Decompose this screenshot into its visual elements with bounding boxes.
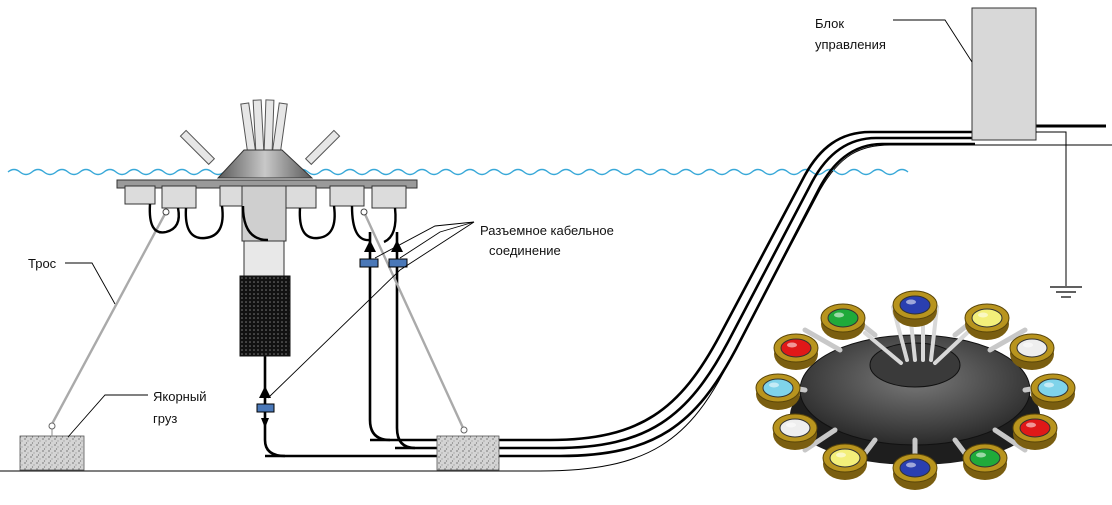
seabed-line <box>0 144 1112 472</box>
anchor-label-line2: груз <box>153 411 178 426</box>
light-cyan-icon <box>1030 373 1076 410</box>
anchor-weight-right <box>436 426 500 471</box>
light-green-icon <box>820 303 866 340</box>
anchor-weight-left <box>19 422 85 471</box>
vertical-cables <box>263 232 416 458</box>
light-white-icon <box>1009 333 1055 370</box>
colored-lights <box>755 290 1076 490</box>
cable-connector-label-line2: соединение <box>489 243 561 258</box>
anchor-ropes <box>50 211 466 431</box>
rope-label: Трос <box>28 256 57 271</box>
main-cable-bundle <box>265 124 1106 458</box>
light-green-icon <box>962 443 1008 480</box>
control-unit-label-line2: управления <box>815 37 886 52</box>
cable-connector-label-line1: Разъемное кабельное <box>480 223 614 238</box>
light-red-icon <box>773 333 819 370</box>
light-cyan-icon <box>755 373 801 410</box>
light-blue-icon <box>892 453 938 490</box>
leader-lines <box>65 19 973 438</box>
fountain-3d-illustration <box>772 301 1058 465</box>
control-unit <box>971 7 1082 298</box>
fountain-nozzles <box>179 99 341 166</box>
light-red-icon <box>1012 413 1058 450</box>
water-surface <box>7 168 909 176</box>
fountain-float-assembly <box>116 99 418 357</box>
light-blue-icon <box>892 290 938 327</box>
light-yellow-icon <box>822 443 868 480</box>
light-white-icon <box>772 413 818 450</box>
control-unit-label-line1: Блок <box>815 16 845 31</box>
anchor-label-line1: Якорный <box>153 389 207 404</box>
light-yellow-icon <box>964 303 1010 340</box>
